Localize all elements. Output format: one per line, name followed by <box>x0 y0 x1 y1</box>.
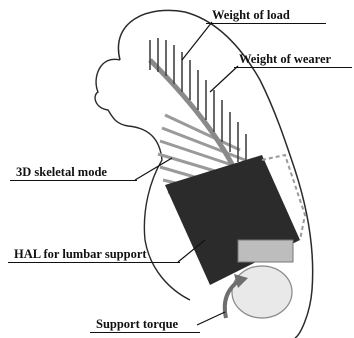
hip-joint <box>232 266 292 318</box>
label-weight-of-wearer: Weight of wearer <box>239 53 331 66</box>
label-hal-lumbar: HAL for lumbar support <box>14 248 147 261</box>
underline-support-torque <box>90 332 200 333</box>
hal-hip-pad <box>238 240 293 262</box>
load-arrows <box>150 38 246 170</box>
leader-weight-of-load <box>182 22 212 60</box>
leader-weight-of-wearer <box>210 66 238 92</box>
underline-skeletal-model <box>10 180 137 181</box>
label-support-torque: Support torque <box>96 318 178 331</box>
underline-hal-lumbar <box>8 262 180 263</box>
underline-weight-of-wearer <box>234 67 352 68</box>
leader-support-torque <box>197 312 225 325</box>
underline-weight-of-load <box>206 23 326 24</box>
label-weight-of-load: Weight of load <box>212 9 290 22</box>
label-skeletal-model: 3D skeletal mode <box>16 166 107 179</box>
